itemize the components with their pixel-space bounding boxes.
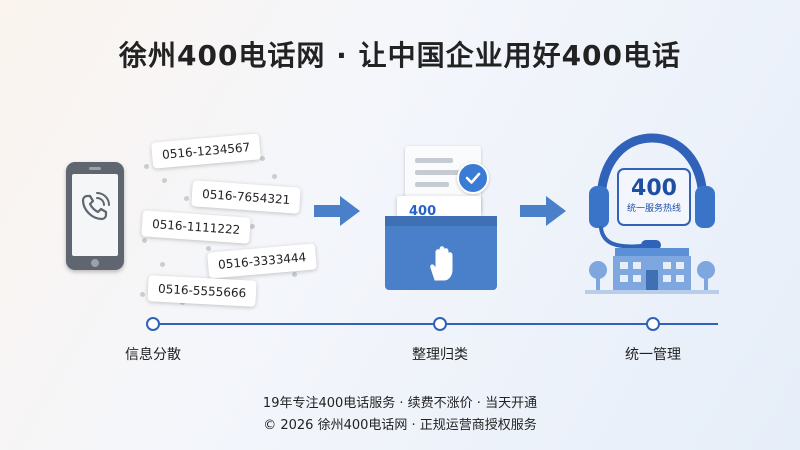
arrow-right-icon bbox=[520, 196, 566, 226]
phone-number-card: 0516-1234567 bbox=[151, 133, 262, 169]
checkmark-icon bbox=[457, 162, 489, 194]
decor-dot bbox=[292, 272, 297, 277]
step-label: 信息分散 bbox=[125, 347, 181, 363]
footer-copyright: © 2026 徐州400电话网 · 正规运营商授权服务 bbox=[263, 418, 537, 433]
page-title: 徐州400电话网 · 让中国企业用好400电话 bbox=[118, 39, 682, 72]
folder-card-label: 400 bbox=[409, 204, 437, 219]
text-line bbox=[415, 158, 453, 163]
headset-icon bbox=[585, 133, 719, 294]
hotline-number: 400 bbox=[631, 176, 677, 201]
hotline-screen: 400 统一服务热线 bbox=[617, 168, 691, 226]
mobile-phone-illustration bbox=[66, 162, 124, 270]
decor-dot bbox=[260, 156, 265, 161]
phone-call-icon bbox=[81, 192, 110, 221]
phone-number-card: 0516-1111222 bbox=[141, 210, 252, 244]
phone-number-card: 0516-3333444 bbox=[207, 243, 318, 279]
step-label: 整理归类 bbox=[412, 347, 468, 363]
phone-speaker bbox=[89, 167, 101, 170]
decor-dot bbox=[184, 196, 189, 201]
hand-icon bbox=[430, 246, 453, 281]
timeline-node bbox=[646, 317, 660, 331]
decor-dot bbox=[144, 164, 149, 169]
decor-dot bbox=[162, 178, 167, 183]
timeline-node bbox=[433, 317, 447, 331]
decor-dot bbox=[250, 224, 255, 229]
decor-dot bbox=[272, 174, 277, 179]
decor-dot bbox=[142, 238, 147, 243]
headset-service-illustration: 400 统一服务热线 bbox=[585, 132, 719, 294]
phone-home-button bbox=[91, 259, 99, 267]
phone-number-card: 0516-7654321 bbox=[191, 180, 302, 214]
decor-dot bbox=[140, 292, 145, 297]
decor-dot bbox=[206, 246, 211, 251]
timeline-node bbox=[146, 317, 160, 331]
step-label: 统一管理 bbox=[625, 347, 681, 363]
text-line bbox=[415, 170, 465, 175]
phone-screen bbox=[72, 174, 118, 256]
phone-number-card: 0516-5555666 bbox=[147, 275, 257, 307]
hotline-caption: 统一服务热线 bbox=[626, 204, 681, 214]
folder-lip bbox=[385, 216, 497, 226]
arrow-right-icon bbox=[314, 196, 360, 226]
folder-illustration: 400 bbox=[385, 146, 497, 292]
footer-tagline: 19年专注400电话服务 · 续费不涨价 · 当天开通 bbox=[262, 396, 538, 411]
decor-dot bbox=[160, 262, 165, 267]
text-line bbox=[415, 182, 449, 187]
